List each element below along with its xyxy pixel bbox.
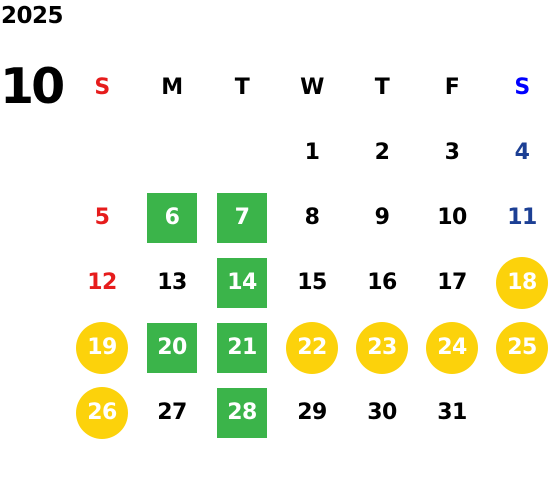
- calendar-grid: S M T W T F S 1 2 3 4 5 6 7 8 9 10 11 12…: [67, 55, 548, 445]
- day-highlight-yellow: 24: [426, 321, 478, 374]
- weekday-friday: F: [444, 75, 460, 100]
- day-highlight-yellow: 18: [496, 256, 548, 309]
- weekday-thursday: T: [374, 75, 390, 100]
- day-cell-saturday: 4: [514, 140, 530, 165]
- day-cell-green-wrap: 21: [207, 315, 277, 380]
- day-cell: 9: [374, 205, 390, 230]
- weekday-wednesday: W: [300, 75, 324, 100]
- day-cell-yellow-wrap: 26: [67, 380, 137, 445]
- day-cell: 15: [297, 270, 327, 295]
- day-cell-green-wrap: 14: [207, 250, 277, 315]
- weekday-monday: M: [161, 75, 183, 100]
- day-cell-yellow-wrap: 22: [277, 315, 347, 380]
- day-cell-sunday: 5: [94, 205, 110, 230]
- weekday-saturday: S: [514, 75, 530, 100]
- day-cell-green-wrap: 20: [137, 315, 207, 380]
- day-highlight-green: 7: [217, 192, 267, 243]
- day-highlight-green: 20: [147, 322, 197, 373]
- month-number: 10: [0, 58, 65, 115]
- day-cell-green-wrap: 7: [207, 185, 277, 250]
- day-cell: 2: [374, 140, 390, 165]
- year-label: 2025: [1, 3, 64, 29]
- day-highlight-yellow: 25: [496, 321, 548, 374]
- day-cell: 10: [437, 205, 467, 230]
- day-cell: 8: [304, 205, 320, 230]
- day-cell: 29: [297, 400, 327, 425]
- day-cell-yellow-wrap: 19: [67, 315, 137, 380]
- day-highlight-green: 14: [217, 257, 267, 308]
- empty-cell: [137, 120, 207, 185]
- day-cell: 13: [157, 270, 187, 295]
- day-cell-saturday: 11: [507, 205, 537, 230]
- day-cell-yellow-wrap: 18: [487, 250, 548, 315]
- day-cell-yellow-wrap: 24: [417, 315, 487, 380]
- day-highlight-yellow: 23: [356, 321, 408, 374]
- day-highlight-green: 21: [217, 322, 267, 373]
- day-highlight-green: 6: [147, 192, 197, 243]
- weekday-tuesday: T: [234, 75, 250, 100]
- day-cell-green-wrap: 28: [207, 380, 277, 445]
- day-cell-yellow-wrap: 25: [487, 315, 548, 380]
- day-cell: 16: [367, 270, 397, 295]
- day-cell: 17: [437, 270, 467, 295]
- empty-cell: [207, 120, 277, 185]
- day-highlight-yellow: 26: [76, 386, 128, 439]
- empty-cell: [487, 380, 548, 445]
- day-cell: 27: [157, 400, 187, 425]
- day-cell: 3: [444, 140, 460, 165]
- empty-cell: [67, 120, 137, 185]
- day-cell: 30: [367, 400, 397, 425]
- day-highlight-yellow: 19: [76, 321, 128, 374]
- day-highlight-yellow: 22: [286, 321, 338, 374]
- day-cell: 31: [437, 400, 467, 425]
- day-cell-green-wrap: 6: [137, 185, 207, 250]
- day-highlight-green: 28: [217, 387, 267, 438]
- day-cell-yellow-wrap: 23: [347, 315, 417, 380]
- weekday-sunday: S: [94, 75, 110, 100]
- day-cell-sunday: 12: [87, 270, 117, 295]
- day-cell: 1: [304, 140, 320, 165]
